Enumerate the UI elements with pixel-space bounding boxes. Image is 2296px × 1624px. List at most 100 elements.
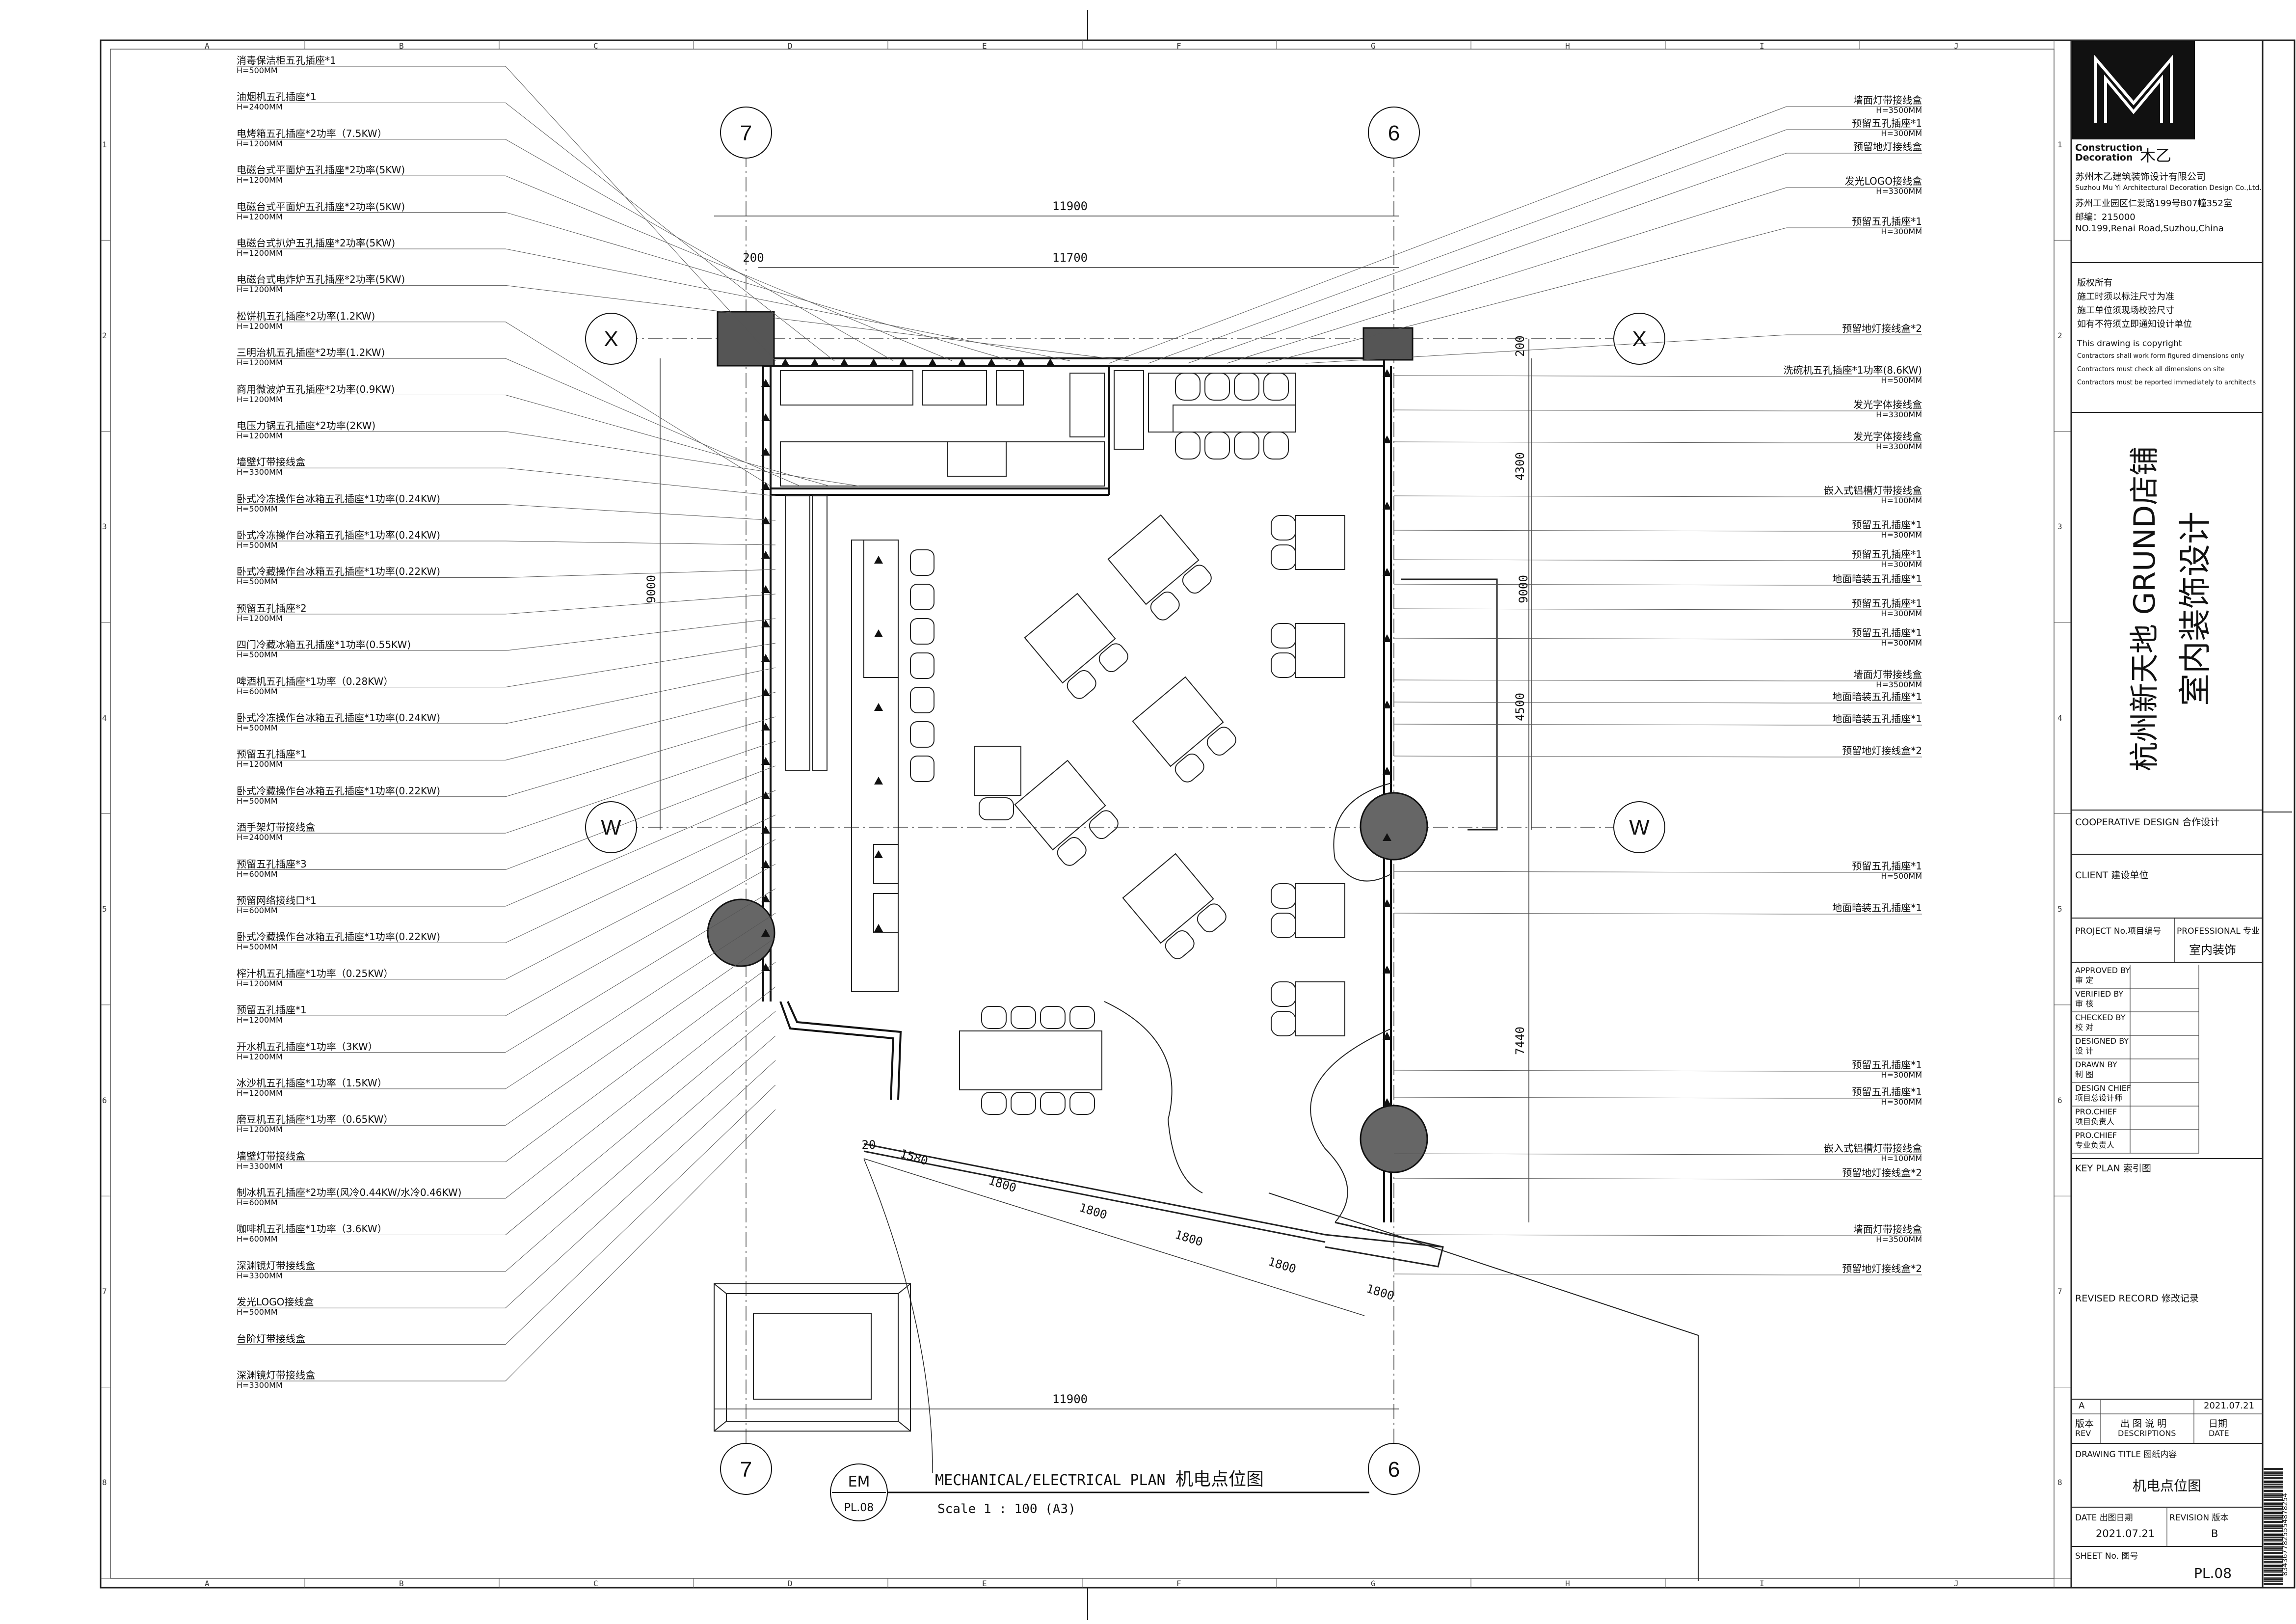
dim-r-4500: 4500: [1513, 693, 1527, 721]
barcode-bar: [2264, 1561, 2283, 1562]
callout-left-text: 油烟机五孔插座*1: [237, 91, 317, 103]
barcode-bar: [2264, 1572, 2283, 1573]
leader-left: [505, 569, 776, 578]
outlet-symbol: [928, 358, 937, 366]
callout-left-text: 发光LOGO接线盒: [237, 1296, 314, 1308]
outlet-symbol: [1383, 634, 1391, 642]
leader-left: [505, 765, 776, 870]
leader-left: [505, 643, 776, 688]
leader-lines: [237, 66, 1922, 1381]
project-title-line2: 室内装饰设计: [2176, 512, 2214, 706]
dining-table-diagonal: [1122, 853, 1227, 959]
barcode-bar: [2264, 1558, 2283, 1559]
outlet-symbol: [761, 894, 770, 902]
outlet-symbol: [761, 516, 770, 524]
leader-left: [505, 667, 776, 724]
callout-right-18: 预留地灯接线盒*2: [1842, 745, 1922, 756]
leader-left: [505, 322, 771, 487]
approval-en: VERIFIED BY: [2075, 989, 2124, 999]
barcode-bar: [2264, 1543, 2283, 1544]
dining-chair: [1271, 515, 1296, 541]
outlet-symbol: [761, 723, 770, 731]
callout-left-text: 卧式冷藏操作台冰箱五孔插座*1功率(0.22KW): [237, 566, 441, 578]
grid-col-top: E: [982, 41, 987, 51]
callout-right-text: 预留地灯接线盒*2: [1842, 1263, 1922, 1274]
barcode-bar: [2264, 1486, 2283, 1487]
leader-left: [505, 1060, 776, 1308]
outlet-symbol: [761, 963, 770, 971]
callout-left-text: 卧式冷冻操作台冰箱五孔插座*1功率(0.24KW): [237, 492, 441, 505]
plan-tag-top: EM: [848, 1473, 870, 1490]
leader-left: [505, 66, 776, 361]
bar-stool: [910, 549, 934, 576]
barcode-bar: [2264, 1530, 2283, 1531]
grid-row-right: 6: [2057, 1095, 2062, 1105]
callout-left-10: 电压力锅五孔插座*2功率(2KW)H=1200MM: [237, 420, 375, 441]
grid-col-bottom: F: [1176, 1579, 1181, 1588]
dim-seg-1800c: 1800: [1174, 1228, 1204, 1249]
address-en: NO.199,Renai Road,Suzhou,China: [2075, 223, 2224, 234]
callout-right-text: 预留五孔插座*1: [1852, 1086, 1922, 1098]
barcode-bar: [2264, 1471, 2283, 1472]
barcode-bar: [2264, 1497, 2283, 1498]
axis-7-bottom: 7: [740, 1458, 752, 1482]
barcode-bar: [2264, 1490, 2283, 1491]
leader-left: [505, 467, 776, 496]
outlet-symbol: [761, 620, 770, 627]
outlet-symbol: [761, 688, 770, 696]
callout-left-9: 商用微波炉五孔插座*2功率(0.9KW)H=1200MM: [237, 384, 395, 405]
rev-hdr-cn1: 版本: [2075, 1418, 2094, 1429]
barcode-bar: [2264, 1481, 2283, 1483]
grid-row-right: 2: [2057, 331, 2062, 341]
dining-chair: [1234, 373, 1259, 401]
table-diagonal-top: [1122, 853, 1214, 944]
leader-left: [505, 937, 776, 1126]
callout-left-height: H=1200MM: [237, 394, 283, 404]
callout-right-text: 墙面灯带接线盒: [1853, 94, 1922, 106]
callout-left-text: 松饼机五孔插座*2功率(1.2KW): [237, 310, 375, 322]
callout-right-text: 预留地灯接线盒*2: [1842, 745, 1922, 757]
grid-row-right: 1: [2057, 139, 2062, 149]
barcode-bar: [2264, 1483, 2283, 1484]
grid-col-bottom: A: [205, 1579, 210, 1588]
outlet-symbol: [761, 482, 770, 490]
note-cn-3: 如有不符须立即通知设计单位: [2077, 319, 2192, 329]
callout-left-height: H=3300MM: [237, 1380, 283, 1390]
callout-left-height: H=500MM: [237, 796, 278, 806]
barcode-bar: [2264, 1578, 2283, 1580]
callout-left-height: H=600MM: [237, 1198, 278, 1208]
barcode-bar: [2264, 1494, 2283, 1496]
leader-left: [505, 986, 776, 1199]
dining-chair: [1271, 883, 1296, 909]
kitchen-fixtures: [780, 370, 1296, 992]
barcode-bar: [2264, 1537, 2283, 1538]
outlet-symbol: [1016, 358, 1025, 366]
grid-row-right: 3: [2057, 522, 2062, 532]
leader-right: [1393, 409, 1787, 411]
dining-chair: [1271, 623, 1296, 649]
rev-date: 2021.07.21: [2204, 1401, 2255, 1411]
leader-right: [1393, 702, 1787, 704]
callout-left-text: 电磁台式平面炉五孔插座*2功率(5KW): [237, 164, 405, 176]
grid-col-top: C: [593, 41, 598, 51]
callout-right-height: H=3300MM: [1876, 442, 1922, 451]
callout-left-height: H=600MM: [237, 686, 278, 696]
callout-left-height: H=1200MM: [237, 613, 283, 623]
rev-hdr-en2: DESCRIPTIONS: [2118, 1429, 2176, 1438]
dining-chair: [1011, 1092, 1036, 1115]
column-round-2: [1360, 792, 1428, 861]
barcode-bar: [2264, 1505, 2283, 1506]
dining-chair: [981, 1092, 1007, 1115]
barcode-bar: [2264, 1546, 2283, 1547]
callout-left-text: 预留五孔插座*3: [237, 858, 307, 870]
outlet-symbol: [899, 358, 908, 366]
callout-right-text: 洗碗机五孔插座*1功率(8.6KW): [1783, 364, 1922, 376]
barcode-bar: [2264, 1468, 2283, 1469]
callout-left-height: H=2400MM: [237, 833, 283, 842]
outlet-symbol: [761, 826, 770, 834]
barcode-bar: [2264, 1547, 2283, 1549]
